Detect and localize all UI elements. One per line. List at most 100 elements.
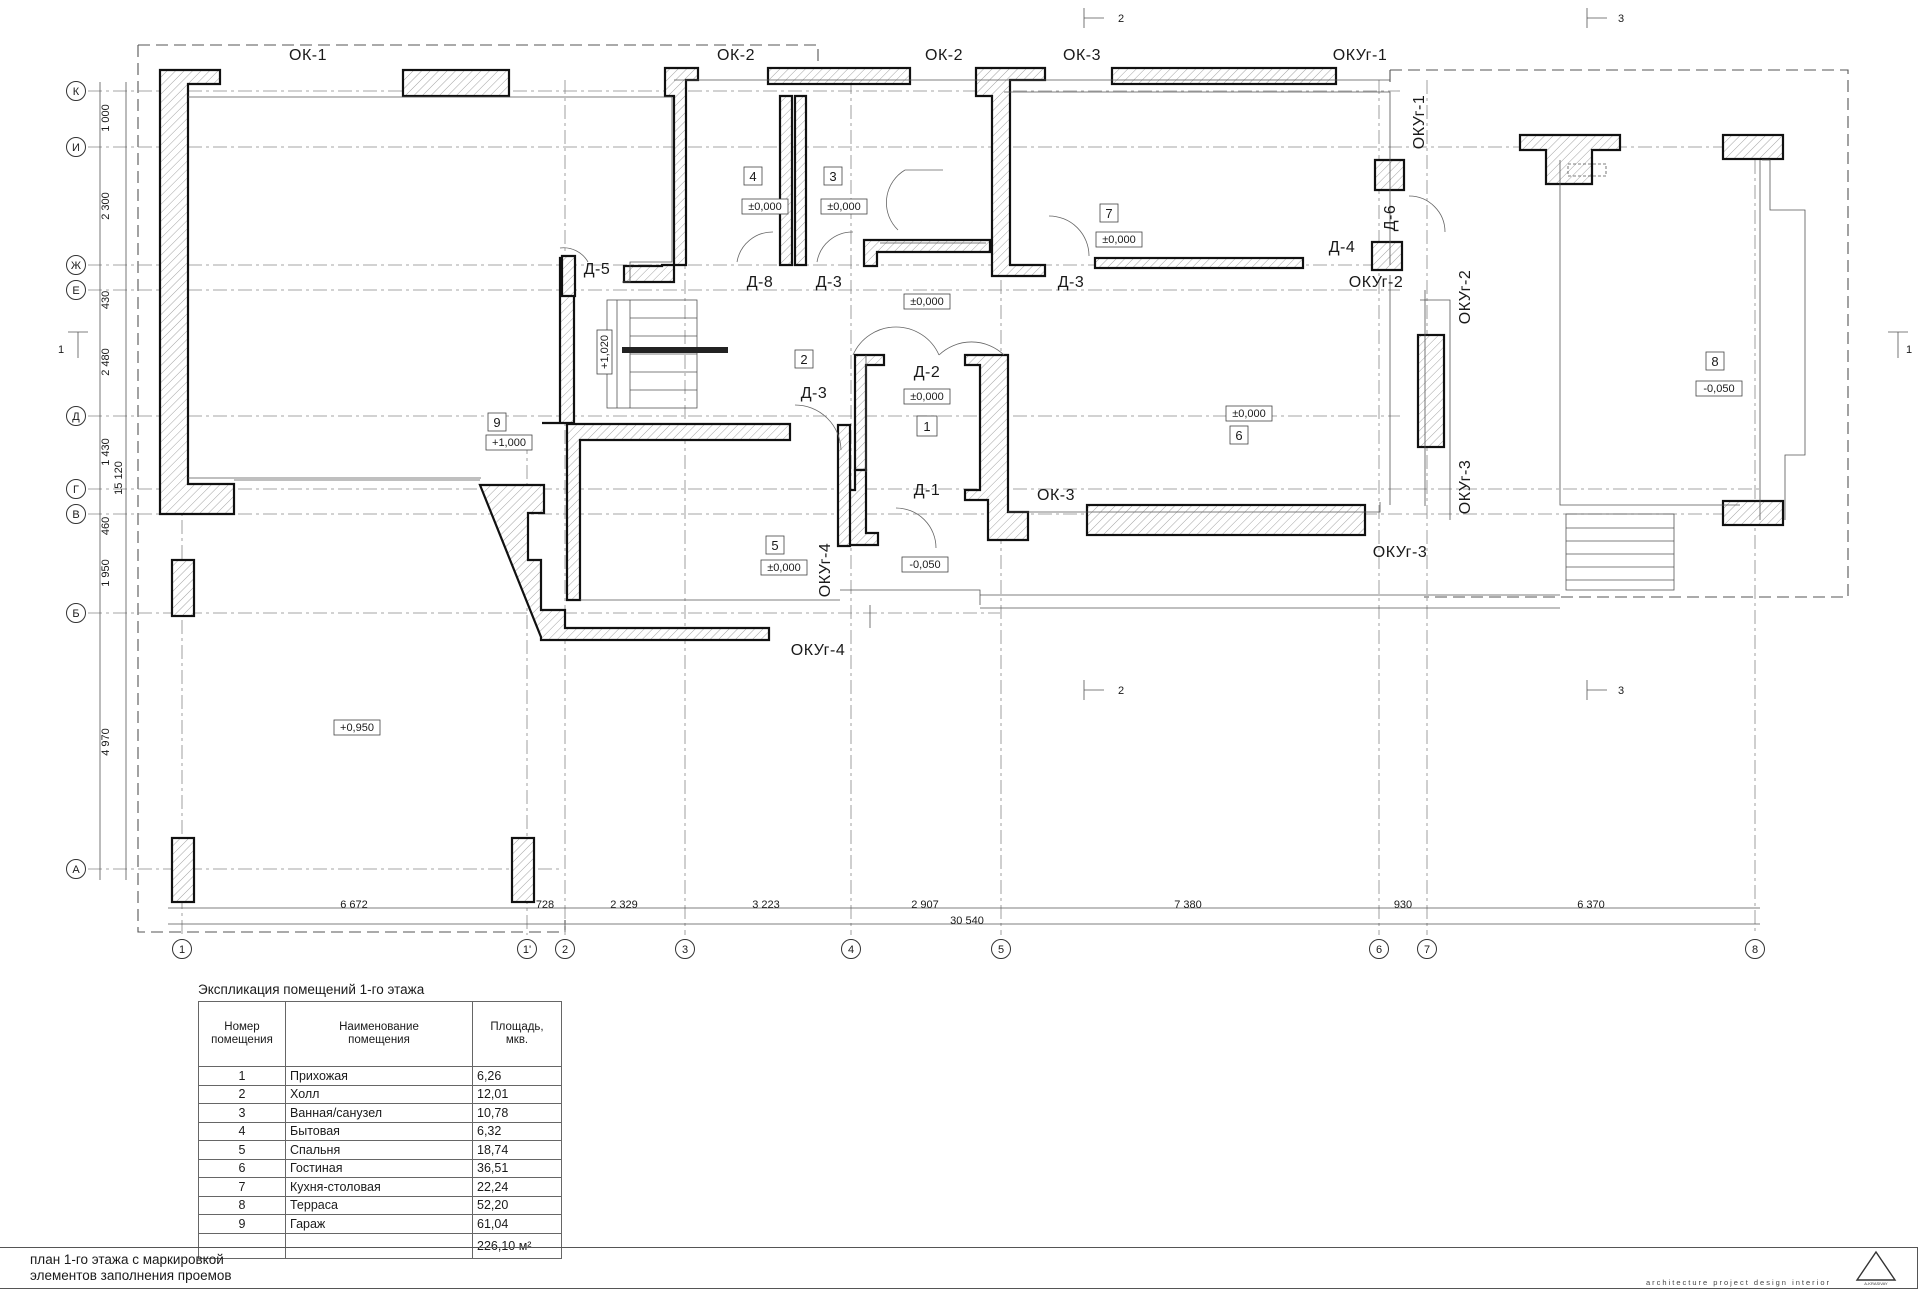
hdim-total: 30 540 [950,915,984,927]
room-tag-7: 7 [1105,206,1112,221]
schedule-cell-name: Кухня-столовая [285,1177,473,1197]
vdim-6: 460 [100,517,112,535]
schedule-total-empty-1 [198,1232,286,1259]
level-stair: +1,020 [599,335,611,369]
level-marks: ±0,000 ±0,000 ±0,000 ±0,000 ±0,000 ±0,00… [333,198,1743,736]
axis-row-e: Е [72,285,79,297]
column-axis-bubbles: 1 1' 2 3 4 5 6 7 8 [172,939,1765,959]
door-d5: Д-5 [584,261,611,278]
room-tag-1: 1 [923,419,930,434]
vdim-7: 1 950 [100,559,112,587]
hdim-8: 6 370 [1577,899,1605,911]
schedule-caption: Экспликация помещений 1-го этажа [198,982,425,997]
schedule-cell-area: 22,24 [472,1177,562,1197]
opening-labels: ОК-1 ОК-2 ОК-2 ОК-3 ОКУг-1 ОКУг-1 ОКУг-2… [289,47,1474,659]
room-tag-9: 9 [493,415,500,430]
schedule-cell-name: Холл [285,1084,473,1104]
room-tag-5: 5 [771,538,778,553]
hdim-2: 728 [536,899,554,911]
schedule-cell-num: 6 [198,1158,286,1178]
vdim-1: 1 000 [100,104,112,132]
room-schedule: Экспликация помещений 1-го этажа Номер п… [198,982,562,1259]
level-room8: -0,050 [1703,383,1734,395]
room-tag-4: 4 [749,169,756,184]
schedule-total: 226,10 м² [472,1232,562,1259]
axis-col-1: 1 [179,944,185,956]
hdim-7: 930 [1394,899,1412,911]
schedule-cell-name: Бытовая [285,1121,473,1141]
hdim-5: 2 907 [911,899,939,911]
horizontal-dimensions: 6 672 728 2 329 3 223 2 907 7 380 930 6 … [340,899,1605,927]
schedule-total-empty-2 [285,1232,473,1259]
axis-col-7: 7 [1424,944,1430,956]
level-room5: ±0,000 [767,562,801,574]
schedule-cell-num: 5 [198,1140,286,1160]
window-ok1: ОК-1 [289,47,327,64]
schedule-cell-name: Спальня [285,1140,473,1160]
schedule-cell-area: 61,04 [472,1214,562,1234]
level-room2: ±0,000 [910,391,944,403]
schedule-cell-num: 8 [198,1195,286,1215]
axis-col-1p: 1' [523,944,531,956]
section-1-right: 1 [1906,344,1912,356]
schedule-header-area: Площадь, мкв. [472,1001,562,1067]
window-okyg4: ОКУг-4 [791,642,845,659]
schedule-total-row: 226,10 м² [198,1232,562,1259]
schedule-cell-num: 2 [198,1084,286,1104]
brand-tagline: architecture project design interior [1646,1278,1831,1287]
window-okyg3-side: ОКУг-3 [1457,460,1474,514]
schedule-cell-num: 7 [198,1177,286,1197]
grid-axes [88,70,1760,935]
walls [158,66,1785,904]
level-yard: +0,950 [340,722,374,734]
schedule-cell-name: Гараж [285,1214,473,1234]
schedule-cell-name: Гостиная [285,1158,473,1178]
schedule-cell-num: 3 [198,1103,286,1123]
axis-col-8: 8 [1752,944,1758,956]
door-d1: Д-1 [914,482,941,499]
level-room7: ±0,000 [1102,234,1136,246]
level-room6: ±0,000 [1232,408,1266,420]
schedule-header-number: Номер помещения [198,1001,286,1067]
drawing-title-line2: элементов заполнения проемов [30,1268,232,1283]
drawing-title: план 1-го этажа с маркировкой элементов … [30,1252,232,1284]
section-marks: 2 3 2 3 1 1 [58,8,1912,700]
door-d4: Д-4 [1329,239,1356,256]
door-d8: Д-8 [747,274,774,291]
axis-row-d: Д [72,411,80,423]
axis-col-6: 6 [1376,944,1382,956]
schedule-cell-num: 4 [198,1121,286,1141]
room-tag-8: 8 [1711,354,1718,369]
axis-row-k: К [73,86,80,98]
schedule-cell-area: 6,32 [472,1121,562,1141]
dimension-lines [99,82,1760,925]
schedule-cell-area: 52,20 [472,1195,562,1215]
wall-lines [188,79,1806,628]
level-entry: -0,050 [909,559,940,571]
schedule-cell-area: 10,78 [472,1103,562,1123]
level-room4: ±0,000 [748,201,782,213]
section-2-top: 2 [1118,13,1124,25]
section-3-top: 3 [1618,13,1624,25]
door-d3-c: Д-3 [801,385,828,402]
axis-row-v: В [72,509,79,521]
axis-col-4: 4 [848,944,854,956]
row-axis-bubbles: К И Ж Е Д Г В Б А [66,81,86,879]
window-okyg1-top: ОКУг-1 [1333,47,1387,64]
schedule-cell-name: Прихожая [285,1066,473,1086]
room-tags: 4 3 7 2 1 6 9 5 8 [487,166,1725,555]
window-okyg4-side: ОКУг-4 [817,543,834,597]
schedule-cell-area: 12,01 [472,1084,562,1104]
axis-row-a: А [72,864,80,876]
axis-col-2: 2 [562,944,568,956]
schedule-header-name: Наименование помещения [285,1001,473,1067]
window-ok3-b: ОК-3 [1037,487,1075,504]
